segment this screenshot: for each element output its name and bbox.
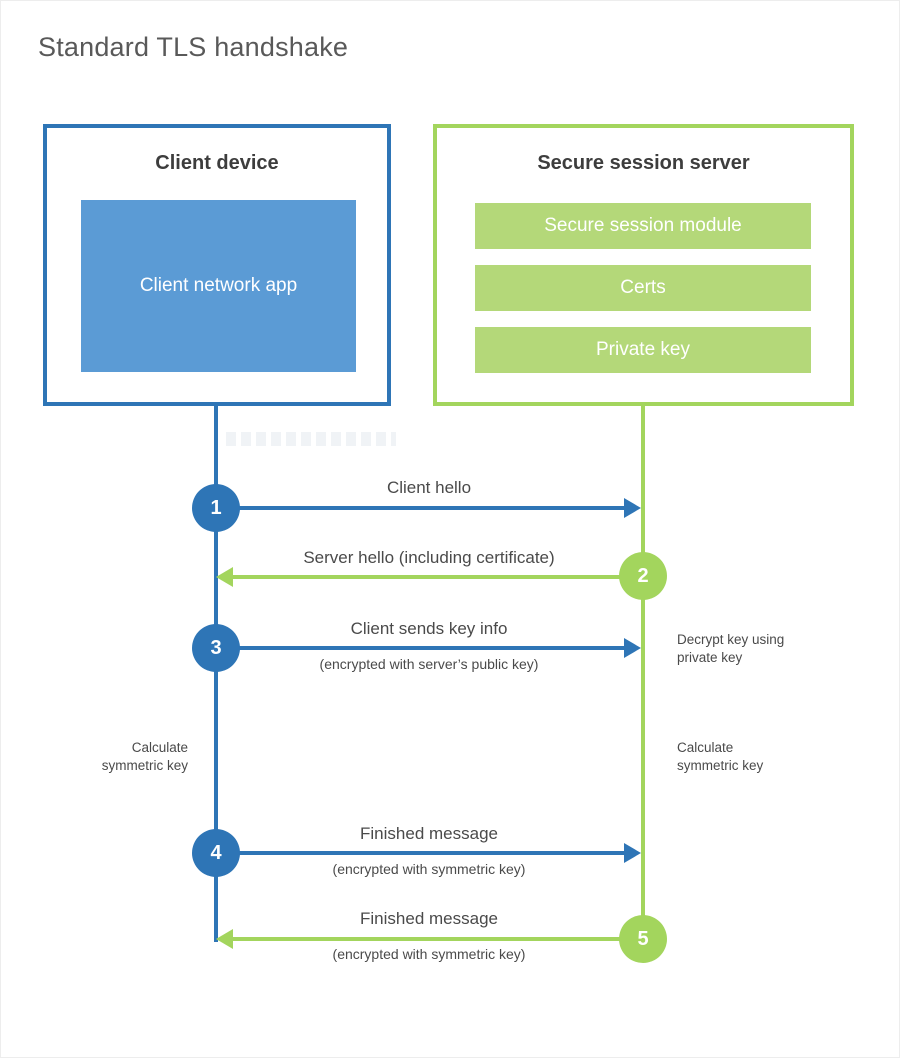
arrowhead-step4-right: [624, 843, 641, 863]
secure-session-server-box: Secure session server Secure session mod…: [433, 124, 854, 406]
server-module-certs: Certs: [475, 265, 811, 311]
arrow-line-step5: [232, 937, 643, 941]
page-title: Standard TLS handshake: [38, 32, 349, 62]
msg-label-server-hello: Server hello (including certificate): [303, 548, 555, 567]
faint-dashes-artifact: [226, 432, 396, 446]
client-device-title: Client device: [155, 152, 279, 174]
client-device-box: Client device Client network app: [43, 124, 391, 406]
note-calculate-symmetric-key-server: Calculate symmetric key: [677, 740, 764, 773]
msg-label-client-hello: Client hello: [386, 478, 472, 497]
arrow-line-step2: [232, 575, 643, 579]
arrowhead-step5-left: [216, 929, 233, 949]
client-lifeline: [214, 406, 218, 942]
arrow-line-step1: [216, 506, 625, 510]
step-circle-4: 4: [192, 829, 240, 877]
note-calculate-symmetric-key-client: Calculate symmetric key: [101, 740, 188, 773]
server-lifeline: [641, 406, 645, 942]
step-circle-5: 5: [619, 915, 667, 963]
msg-label-key-info: Client sends key info: [350, 619, 508, 638]
msg-sub-key-info: (encrypted with server’s public key): [319, 656, 539, 672]
note-decrypt-key: Decrypt key using private key: [677, 632, 785, 665]
step-circle-3: 3: [192, 624, 240, 672]
arrow-line-step3: [216, 646, 625, 650]
arrowhead-step2-left: [216, 567, 233, 587]
server-module-secure-session: Secure session module: [475, 203, 811, 249]
arrowhead-step1-right: [624, 498, 641, 518]
server-module-private-key: Private key: [475, 327, 811, 373]
msg-label-finished-client: Finished message: [360, 824, 498, 843]
client-network-app-block: Client network app: [81, 200, 356, 372]
msg-label-finished-server: Finished message: [360, 909, 498, 928]
arrow-line-step4: [216, 851, 625, 855]
step-circle-2: 2: [619, 552, 667, 600]
arrowhead-step3-right: [624, 638, 641, 658]
msg-sub-finished-server: (encrypted with symmetric key): [332, 946, 526, 962]
msg-sub-finished-client: (encrypted with symmetric key): [332, 861, 526, 877]
step-circle-1: 1: [192, 484, 240, 532]
server-title: Secure session server: [537, 152, 750, 174]
